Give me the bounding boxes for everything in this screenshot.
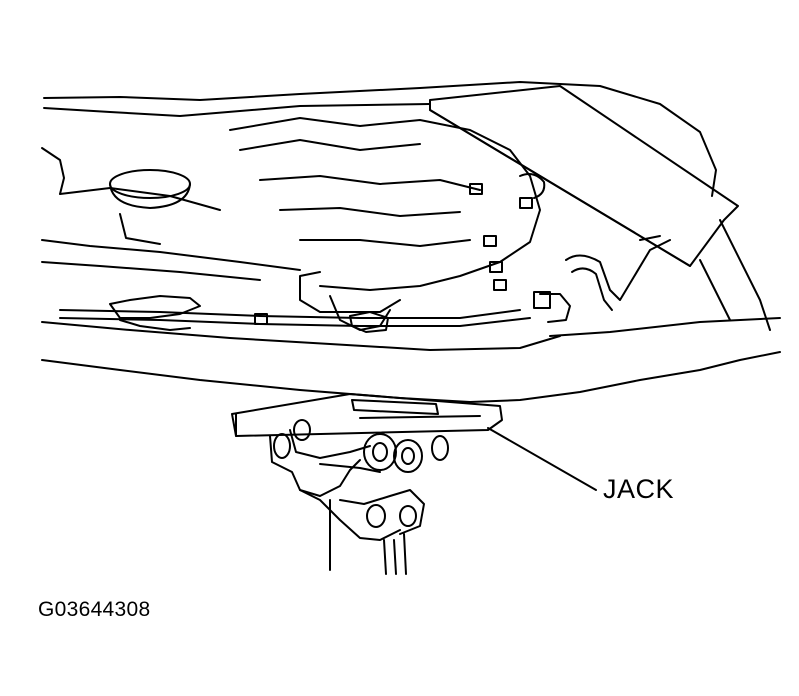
jack-callout-label: JACK xyxy=(603,474,675,504)
tank-oval xyxy=(109,169,191,209)
jack xyxy=(231,393,503,575)
exhaust-pipe xyxy=(533,235,671,323)
figure-code: G03644308 xyxy=(38,598,151,621)
rear-panel xyxy=(429,85,771,331)
vehicle-underbody xyxy=(41,81,781,403)
brake-cable xyxy=(59,295,531,333)
transmission-housing xyxy=(229,117,546,331)
jack-leader-line xyxy=(487,427,597,491)
